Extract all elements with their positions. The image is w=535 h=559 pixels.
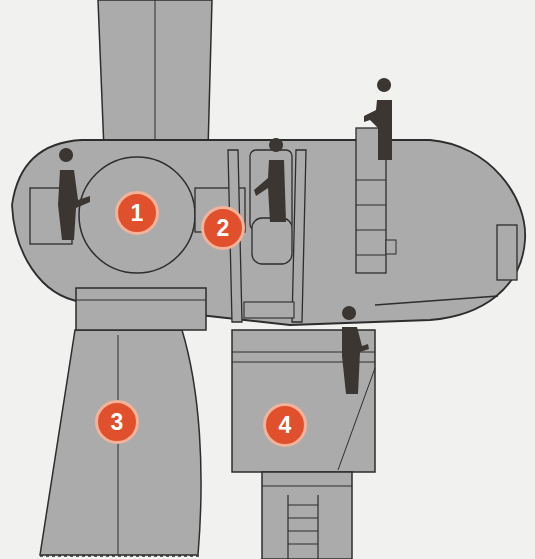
hub-base-line — [76, 300, 206, 301]
ladder — [288, 495, 318, 559]
rear-cabinet — [497, 225, 517, 280]
gearbox-casing — [252, 218, 292, 264]
lower-blade — [40, 330, 201, 555]
callout-badge: 4 — [263, 403, 307, 447]
blade-line — [118, 335, 119, 555]
callout-circle-fill — [265, 405, 306, 446]
callout-circle-fill — [117, 193, 158, 234]
worker-silhouette — [254, 138, 286, 222]
callout-badge: 1 — [115, 191, 159, 235]
tower-line — [262, 486, 352, 487]
callout-number: 4 — [279, 414, 292, 437]
callout-number: 1 — [131, 202, 144, 225]
stack-line — [356, 180, 386, 255]
bearing-plate — [292, 150, 306, 322]
callout-number: 2 — [217, 217, 230, 240]
callout-badge: 2 — [201, 206, 245, 250]
worker-silhouette — [364, 78, 392, 160]
rotor-hub — [79, 157, 195, 273]
callout-number: 3 — [111, 411, 124, 434]
coupling — [386, 240, 396, 254]
callout-circle-fill — [97, 402, 138, 443]
callout-badge: 3 — [95, 400, 139, 444]
tower — [262, 472, 352, 559]
blade-line — [155, 0, 156, 150]
worker-silhouette — [58, 148, 90, 240]
callout-circle-fill — [203, 208, 244, 249]
worker-silhouette — [342, 306, 369, 394]
cut-line — [40, 555, 200, 557]
gearbox-mount — [244, 302, 294, 318]
upper-blade — [98, 0, 212, 150]
floor-beam — [375, 296, 498, 305]
hub-base — [76, 288, 206, 330]
